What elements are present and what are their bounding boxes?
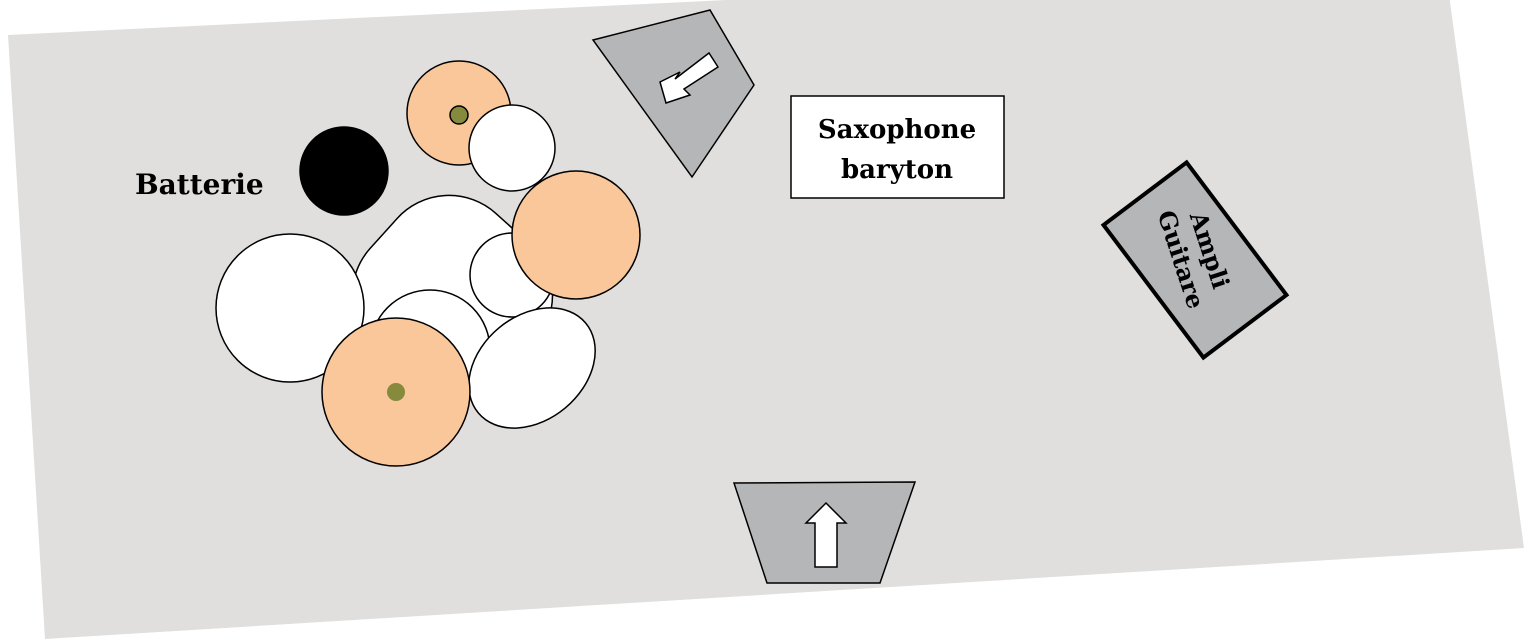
- sax-label-line-2: baryton: [841, 155, 953, 185]
- hi-hat-center: [387, 383, 405, 401]
- guitar-amp: [1100, 159, 1290, 361]
- monitor-wedge-top: [591, 9, 755, 179]
- drum-stool: [299, 126, 389, 216]
- rack-tom-1: [468, 104, 556, 192]
- sax-label-line-1: Saxophone: [818, 115, 976, 145]
- sax-label-box: [790, 95, 1005, 199]
- drums-label: Batterie: [135, 168, 264, 201]
- drum-kit: [215, 60, 641, 467]
- rack-tom-3: [468, 307, 596, 429]
- floor-tom: [215, 233, 365, 383]
- arrow-icon: [659, 51, 720, 104]
- monitor-wedge-bottom: [732, 481, 917, 584]
- ride-cymbal: [511, 170, 641, 300]
- crash-cymbal-center: [449, 105, 469, 125]
- arrow-icon: [804, 501, 848, 568]
